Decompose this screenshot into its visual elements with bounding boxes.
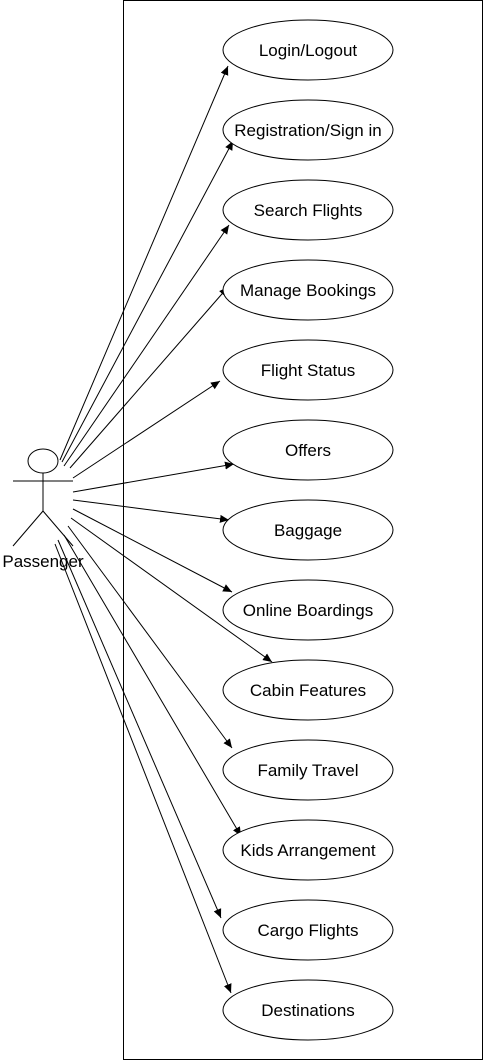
use-case-ellipse [222,579,394,641]
use-case-ellipse [222,179,394,241]
association-arrow-manage-bookings [69,286,229,469]
use-case-cabin-features: Cabin Features [222,659,394,721]
actor-label: Passenger [2,552,84,571]
use-case-label: Login/Logout [259,41,358,60]
association-arrow-cargo-flights [57,539,222,919]
use-case-manage-bookings: Manage Bookings [222,259,394,321]
association-arrow-destinations [54,543,232,994]
use-case-label: Offers [285,441,331,460]
use-case-ellipse [222,899,394,961]
actor-right-leg [42,510,74,547]
use-case-label: Online Boardings [243,601,373,620]
use-case-registration-sign-in: Registration/Sign in [222,99,394,161]
use-case-label: Registration/Sign in [234,121,381,140]
use-case-offers: Offers [222,419,394,481]
association-arrow-offers [72,461,235,493]
use-case-label: Flight Status [261,361,356,380]
association-lines [54,65,273,994]
actor-head [27,448,59,474]
use-case-kids-arrangement: Kids Arrangement [222,819,394,881]
use-case-label: Family Travel [257,761,358,780]
association-arrow-registration-sign-in [61,140,234,463]
use-case-label: Baggage [274,521,342,540]
use-case-label: Cargo Flights [257,921,358,940]
use-case-ellipse [222,659,394,721]
use-case-online-boardings: Online Boardings [222,579,394,641]
use-case-label: Kids Arrangement [240,841,375,860]
association-arrow-family-travel [67,525,233,749]
use-case-ellipse [222,99,394,161]
use-case-destinations: Destinations [222,979,394,1041]
association-arrow-baggage [72,499,230,523]
association-arrow-login-logout [59,65,229,461]
use-case-search-flights: Search Flights [222,179,394,241]
use-case-label: Destinations [261,1001,355,1020]
use-case-ellipse [222,819,394,881]
use-case-ellipse [222,259,394,321]
use-case-baggage: Baggage [222,499,394,561]
passenger-actor: Passenger [2,448,84,571]
use-case-ellipse [222,339,394,401]
association-arrow-search-flights [63,224,230,467]
association-arrow-flight-status [72,380,221,479]
system-boundary [123,0,483,1060]
use-case-login-logout: Login/Logout [222,19,394,81]
association-arrow-cabin-features [70,517,273,663]
use-case-ellipse [222,979,394,1041]
actor-left-leg [12,510,44,547]
use-case-label: Manage Bookings [240,281,376,300]
use-case-ellipse [222,419,394,481]
use-case-ellipse [222,499,394,561]
use-case-label: Search Flights [254,201,363,220]
use-case-ellipse [222,19,394,81]
use-case-flight-status: Flight Status [222,339,394,401]
use-case-cargo-flights: Cargo Flights [222,899,394,961]
association-arrow-online-boardings [72,508,233,593]
use-case-label: Cabin Features [250,681,366,700]
use-case-family-travel: Family Travel [222,739,394,801]
use-case-ellipse [222,739,394,801]
association-arrow-kids-arrangement [63,534,242,837]
